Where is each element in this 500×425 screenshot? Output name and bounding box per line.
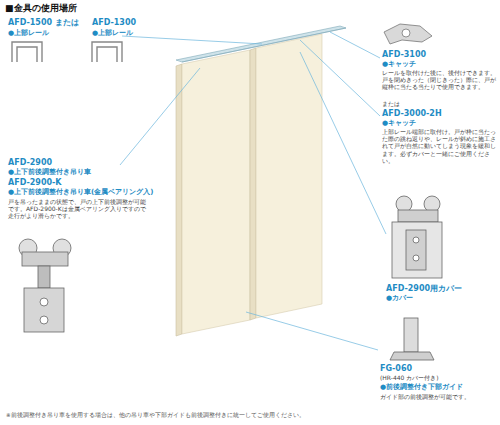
part-number: AFD-1500 または [8, 18, 79, 28]
diagram-title: ■金具の使用場所 [5, 3, 77, 14]
hanger-frame [22, 252, 68, 266]
hanger-plate [24, 288, 64, 332]
leader-line [246, 312, 378, 350]
doors [176, 34, 322, 336]
catch-hole [402, 29, 410, 37]
part-number: AFD-2900用カバー [386, 284, 462, 294]
catch-body [384, 24, 432, 44]
part-number: AFD-2900-K [8, 178, 62, 188]
screw-hole [413, 255, 419, 261]
part-name: ●上下前後調整付き吊り車(金属ベアリング入) [8, 188, 154, 196]
hanger-frame [398, 210, 438, 222]
leader-line [122, 36, 262, 44]
part-name: ●キャッチ [382, 119, 416, 127]
part-number: AFD-3000-2H [382, 109, 442, 119]
rail-profile-b [92, 42, 122, 62]
description: 戸を吊ったままの状態で、戸の上下前後調整が可能です。AFD-2900-Kは金属ベ… [8, 198, 148, 220]
description: レールを取付けた後に、後付けできます。戸を閉めきった（閉じきった）際に、戸が縦枠… [382, 69, 496, 91]
hanger-cover-symbol [392, 196, 442, 278]
hanger-symbol [19, 239, 71, 332]
guide-base [390, 352, 434, 360]
rail-edge [182, 28, 346, 62]
description: ガイド部の前後調整が可能です。 [380, 393, 470, 400]
part-name: ●上下前後調整付き吊り車 [8, 168, 91, 176]
leader-line [120, 68, 200, 165]
leader-lines [120, 32, 386, 350]
door-panel [182, 50, 250, 334]
rail-profile [12, 42, 122, 62]
connector-word: または [382, 100, 400, 107]
part-name: ●キャッチ [382, 60, 416, 68]
part-note: (HR-440 カバー付き) [380, 374, 439, 381]
door-edge [250, 48, 256, 320]
door-panel [256, 34, 322, 318]
leader-line [300, 52, 386, 234]
door-edge [176, 64, 182, 336]
guide-symbol [390, 318, 434, 360]
part-number: AFD-2900 [8, 158, 52, 168]
leader-line [330, 32, 380, 58]
hanger-plate [406, 230, 426, 270]
part-number: AFD-3100 [382, 50, 426, 60]
part-name: ●カバー [386, 294, 413, 302]
screw-hole [413, 237, 419, 243]
part-name: ●上部レール [92, 29, 133, 37]
rail-profile-a [12, 42, 42, 62]
part-name: ●前後調整付き下部ガイド [380, 383, 463, 391]
screw-hole [40, 298, 48, 306]
description: 上部レール端部に取付け。戸が枠に当たった際の跳ね返りや、レールが斜めに施工されて… [382, 128, 496, 164]
part-number: AFD-1300 [92, 18, 136, 28]
cover [392, 222, 442, 278]
screw-hole [40, 316, 48, 324]
guide-fin [404, 318, 418, 352]
part-name: ●上部レール [8, 29, 49, 37]
part-number: FG-060 [380, 364, 412, 374]
footnote: ※前後調整付き吊り車を使用する場合は、他の吊り車や下部ガイドも前後調整付きに統一… [6, 412, 305, 419]
catch-symbol [384, 24, 432, 44]
hanger-bolt [38, 266, 50, 288]
